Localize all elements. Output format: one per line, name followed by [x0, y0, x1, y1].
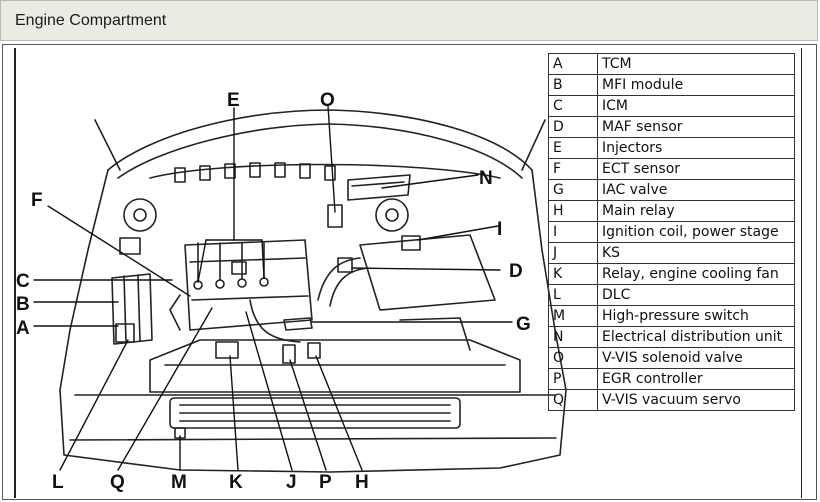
- legend-value: IAC valve: [597, 179, 795, 201]
- legend-value: High-pressure switch: [597, 305, 795, 327]
- legend-value: Injectors: [597, 137, 795, 159]
- legend-key: P: [548, 368, 598, 390]
- legend-key: G: [548, 179, 598, 201]
- legend-key: N: [548, 326, 598, 348]
- engine-block: [184, 239, 313, 331]
- legend-key: D: [548, 116, 598, 138]
- callout-J: J: [286, 472, 297, 493]
- legend-value: V-VIS solenoid valve: [597, 347, 795, 369]
- legend-key: H: [548, 200, 598, 222]
- callout-C: C: [16, 271, 30, 292]
- legend-value: Ignition coil, power stage: [597, 221, 795, 243]
- callout-E: E: [227, 90, 240, 111]
- callout-N: N: [479, 168, 493, 189]
- legend-key: E: [548, 137, 598, 159]
- legend-value: Main relay: [597, 200, 795, 222]
- callout-K: K: [229, 472, 243, 493]
- legend-key: A: [548, 53, 598, 75]
- legend-value: MFI module: [597, 74, 795, 96]
- legend-key: F: [548, 158, 598, 180]
- module-stack: [111, 273, 153, 345]
- legend-key: M: [548, 305, 598, 327]
- legend-key: L: [548, 284, 598, 306]
- callout-P: P: [319, 472, 332, 493]
- legend-value: V-VIS vacuum servo: [597, 389, 795, 411]
- callout-F: F: [31, 190, 43, 211]
- callout-G: G: [516, 314, 531, 335]
- legend-key: I: [548, 221, 598, 243]
- legend-value: Electrical distribution unit: [597, 326, 795, 348]
- callout-H: H: [355, 472, 369, 493]
- callout-A: A: [16, 318, 30, 339]
- diagram-frame: [14, 48, 802, 498]
- header-bar: Engine Compartment: [0, 0, 818, 41]
- legend-value: TCM: [597, 53, 795, 75]
- air-filter-box: [359, 234, 496, 311]
- callout-B: B: [16, 294, 30, 315]
- legend-key: C: [548, 95, 598, 117]
- legend-key: J: [548, 242, 598, 264]
- distribution-unit: [347, 174, 411, 201]
- legend-value: EGR controller: [597, 368, 795, 390]
- body-outline: [59, 169, 567, 473]
- legend-key: B: [548, 74, 598, 96]
- legend-value: MAF sensor: [597, 116, 795, 138]
- callout-Q: Q: [110, 472, 125, 493]
- legend-key: O: [548, 347, 598, 369]
- grille: [169, 397, 461, 429]
- legend-value: ECT sensor: [597, 158, 795, 180]
- legend-value: ICM: [597, 95, 795, 117]
- legend-value: KS: [597, 242, 795, 264]
- page-title: Engine Compartment: [15, 12, 167, 29]
- callout-L: L: [52, 472, 64, 493]
- hood-outline: [107, 109, 533, 171]
- callout-I: I: [497, 219, 502, 240]
- callout-D: D: [509, 261, 523, 282]
- legend-value: DLC: [597, 284, 795, 306]
- legend-key: Q: [548, 389, 598, 411]
- legend-key: K: [548, 263, 598, 285]
- callout-O: O: [320, 90, 335, 111]
- legend-value: Relay, engine cooling fan: [597, 263, 795, 285]
- callout-M: M: [171, 472, 187, 493]
